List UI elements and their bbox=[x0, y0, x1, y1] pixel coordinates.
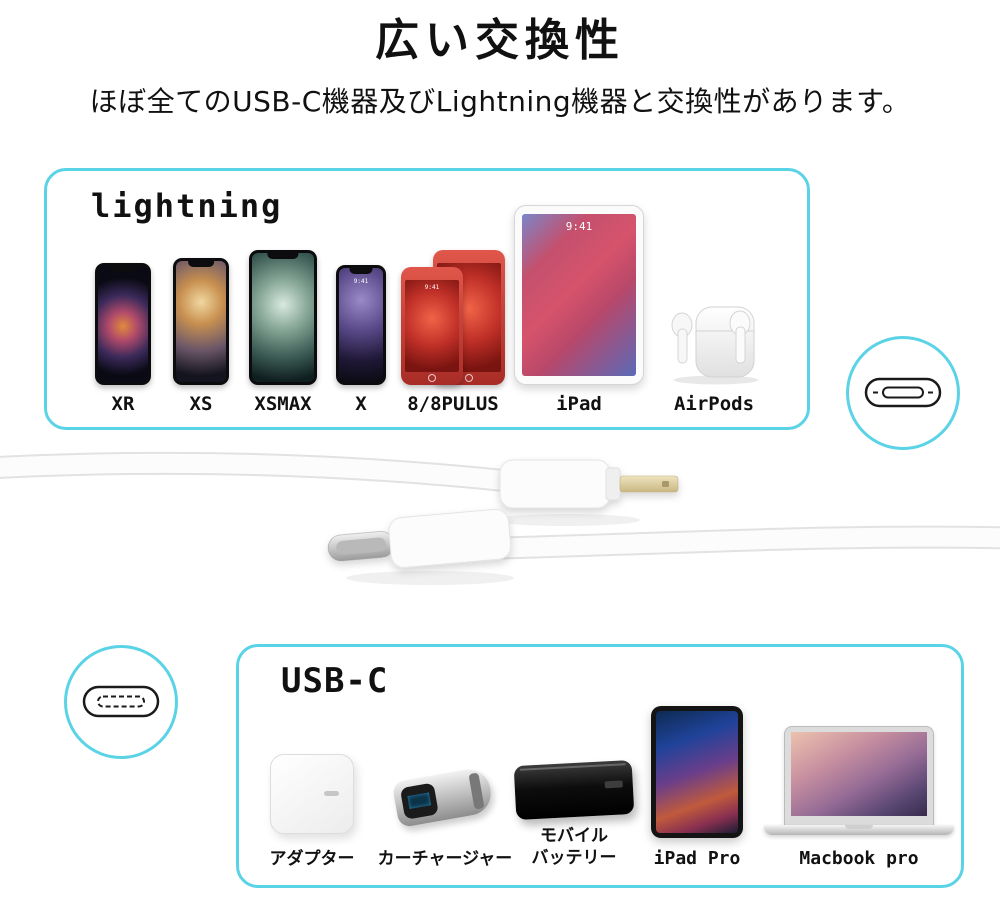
iphone-x-image: 9:41 bbox=[336, 265, 386, 385]
device-label-line2: バッテリー bbox=[531, 847, 617, 868]
macbook-image bbox=[764, 726, 954, 838]
device-mobile-battery: モバイル バッテリー bbox=[511, 759, 637, 869]
connector-shadow bbox=[346, 571, 514, 585]
device-iphone-xr: XR bbox=[77, 263, 169, 415]
device-airpods: AirPods bbox=[659, 277, 769, 415]
cable-upper-run bbox=[0, 451, 530, 494]
lightning-port-icon bbox=[864, 377, 942, 408]
screen-time: 9:41 bbox=[565, 220, 593, 233]
iphone-xsmax-image bbox=[249, 250, 317, 385]
device-label-line1: モバイル bbox=[540, 825, 608, 846]
mobile-battery-image bbox=[513, 759, 635, 820]
device-iphone-x: 9:41 X bbox=[319, 265, 403, 415]
ipad-image: 9:41 bbox=[514, 205, 644, 385]
usbc-port-icon bbox=[82, 685, 160, 718]
device-label: XS bbox=[189, 393, 213, 415]
lightning-connector bbox=[499, 459, 679, 509]
lightning-port-badge bbox=[846, 336, 960, 450]
device-label: XSMAX bbox=[254, 393, 312, 415]
device-label: iPad bbox=[556, 393, 602, 415]
iphone-xs-image bbox=[173, 258, 229, 385]
car-charger-image bbox=[391, 760, 498, 834]
device-label: 8/8PULUS bbox=[407, 393, 499, 415]
ipad-pro-image bbox=[651, 706, 743, 838]
usbc-connector bbox=[327, 508, 512, 568]
device-ipad-pro: iPad Pro bbox=[644, 706, 750, 869]
usbc-section-label: USB-C bbox=[281, 661, 389, 701]
power-adapter-image bbox=[270, 754, 354, 834]
iphone-xr-image bbox=[95, 263, 151, 385]
device-label: モバイル バッテリー bbox=[532, 825, 617, 869]
cable-photo bbox=[0, 451, 1000, 585]
device-label: AirPods bbox=[673, 393, 755, 415]
page-subtitle: ほぼ全てのUSB-C機器及びLightning機器と交換性があります。 bbox=[89, 85, 911, 118]
device-ipad: 9:41 iPad bbox=[509, 205, 649, 415]
device-power-adapter: アダプター bbox=[257, 754, 367, 869]
lightning-section-box: lightning XR XS XSMAX 9:41 X bbox=[44, 168, 810, 430]
device-label: Macbook pro bbox=[799, 848, 919, 869]
device-iphone-xs: XS bbox=[155, 258, 247, 415]
device-label: X bbox=[355, 393, 367, 415]
device-iphone-8-8plus: 9:41 8/8PULUS bbox=[397, 250, 509, 415]
usbc-section-box: USB-C アダプター カーチャージャー モバイル バッテリー iPad P bbox=[236, 644, 964, 888]
device-iphone-xsmax: XSMAX bbox=[233, 250, 333, 415]
device-macbook-pro: Macbook pro bbox=[761, 726, 957, 869]
connector-shadow bbox=[492, 514, 640, 526]
usbc-port-badge bbox=[64, 645, 178, 759]
device-label: XR bbox=[111, 393, 135, 415]
cable-lower-run bbox=[486, 525, 1000, 560]
device-label: アダプター bbox=[269, 849, 355, 869]
iphone-8-8plus-image: 9:41 bbox=[401, 250, 505, 385]
page-title: 広い交換性 bbox=[375, 15, 625, 66]
device-car-charger: カーチャージャー bbox=[377, 760, 513, 869]
device-label: iPad Pro bbox=[653, 848, 741, 869]
lightning-section-label: lightning bbox=[91, 187, 283, 225]
device-label: カーチャージャー bbox=[377, 849, 513, 869]
screen-time: 9:41 bbox=[424, 284, 440, 291]
screen-time: 9:41 bbox=[353, 278, 369, 285]
airpods-image bbox=[671, 306, 758, 385]
